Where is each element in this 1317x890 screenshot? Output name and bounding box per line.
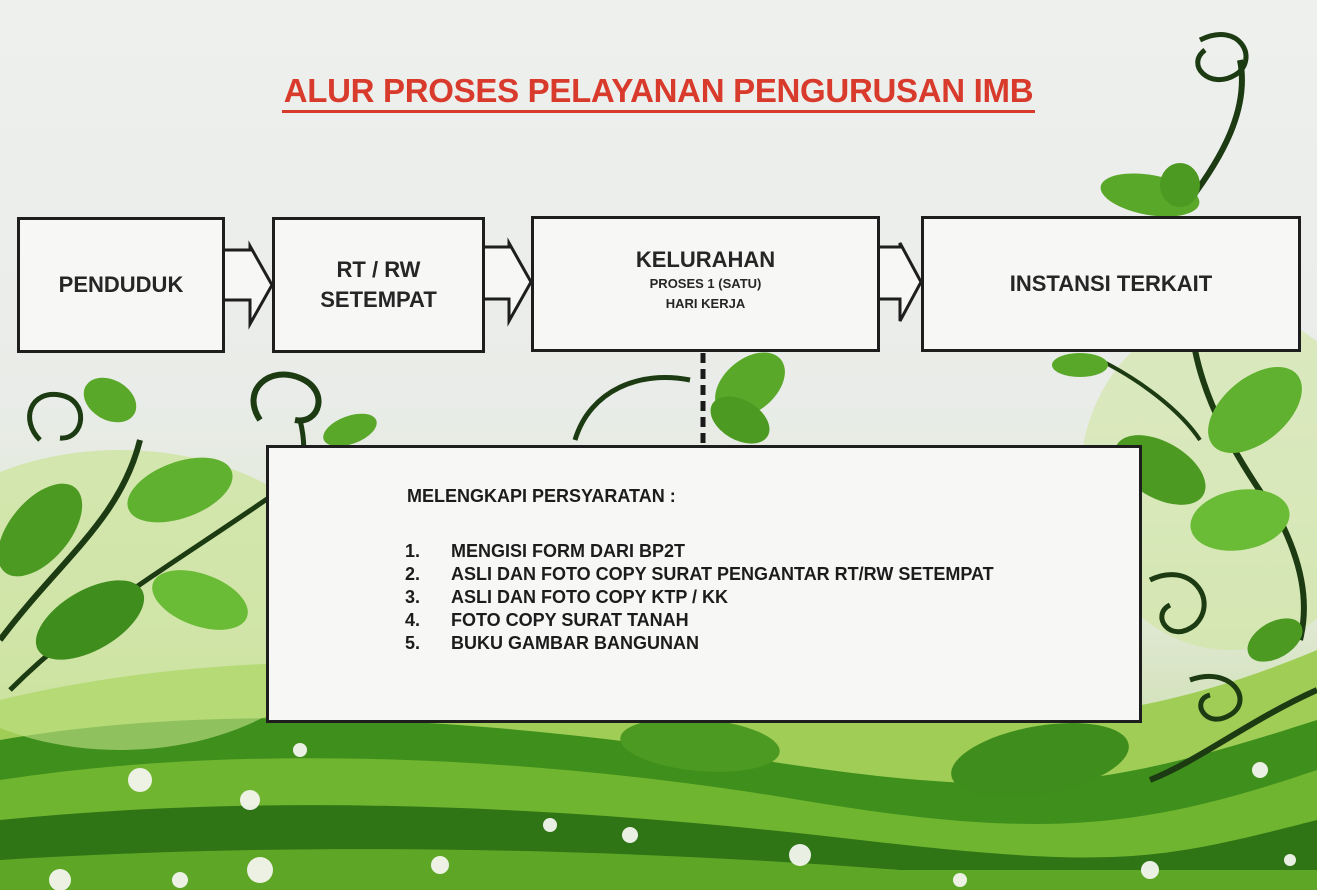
requirement-text: FOTO COPY SURAT TANAH: [451, 610, 689, 630]
requirement-number: 3.: [405, 587, 421, 607]
flow-box-instansi: INSTANSI TERKAIT: [921, 216, 1301, 352]
requirement-text: ASLI DAN FOTO COPY SURAT PENGANTAR RT/RW…: [451, 564, 994, 584]
requirements-heading: MELENGKAPI PERSYARATAN :: [407, 486, 676, 506]
requirement-item: 1. MENGISI FORM DARI BP2T: [405, 540, 994, 563]
flow-step-3-note-2: HARI KERJA: [665, 296, 746, 311]
title-text: ALUR PROSES PELAYANAN PENGURUSAN IMB: [281, 72, 1036, 113]
page-title: ALUR PROSES PELAYANAN PENGURUSAN IMB: [0, 72, 1317, 113]
requirement-item: 5. BUKU GAMBAR BANGUNAN: [405, 632, 994, 655]
flow-step-3-note-1: PROSES 1 (SATU): [649, 276, 762, 291]
requirement-number: 1.: [405, 541, 421, 561]
requirement-number: 4.: [405, 610, 421, 630]
requirement-text: BUKU GAMBAR BANGUNAN: [451, 633, 699, 653]
flow-step-1-label: PENDUDUK: [58, 272, 184, 297]
flow-box-kelurahan: KELURAHAN PROSES 1 (SATU) HARI KERJA: [531, 216, 880, 352]
requirement-number: 2.: [405, 564, 421, 584]
requirements-list: 1. MENGISI FORM DARI BP2T 2. ASLI DAN FOTO…: [405, 540, 994, 655]
flow-step-3-label: KELURAHAN: [635, 247, 776, 272]
requirements-box: MELENGKAPI PERSYARATAN : 1. MENGISI FORM …: [266, 445, 1142, 723]
requirement-item: 4. FOTO COPY SURAT TANAH: [405, 609, 994, 632]
flow-step-2-label: RT / RW SETEMPAT: [320, 257, 437, 312]
requirement-text: MENGISI FORM DARI BP2T: [451, 541, 686, 561]
flow-box-rt-rw: RT / RW SETEMPAT: [272, 217, 485, 353]
flow-step-4-label: INSTANSI TERKAIT: [1009, 271, 1213, 296]
flow-box-penduduk: PENDUDUK: [17, 217, 225, 353]
requirement-item: 3. ASLI DAN FOTO COPY KTP / KK: [405, 586, 994, 609]
requirement-number: 5.: [405, 633, 421, 653]
requirement-text: ASLI DAN FOTO COPY KTP / KK: [451, 587, 729, 607]
requirement-item: 2. ASLI DAN FOTO COPY SURAT PENGANTAR RT/…: [405, 563, 994, 586]
